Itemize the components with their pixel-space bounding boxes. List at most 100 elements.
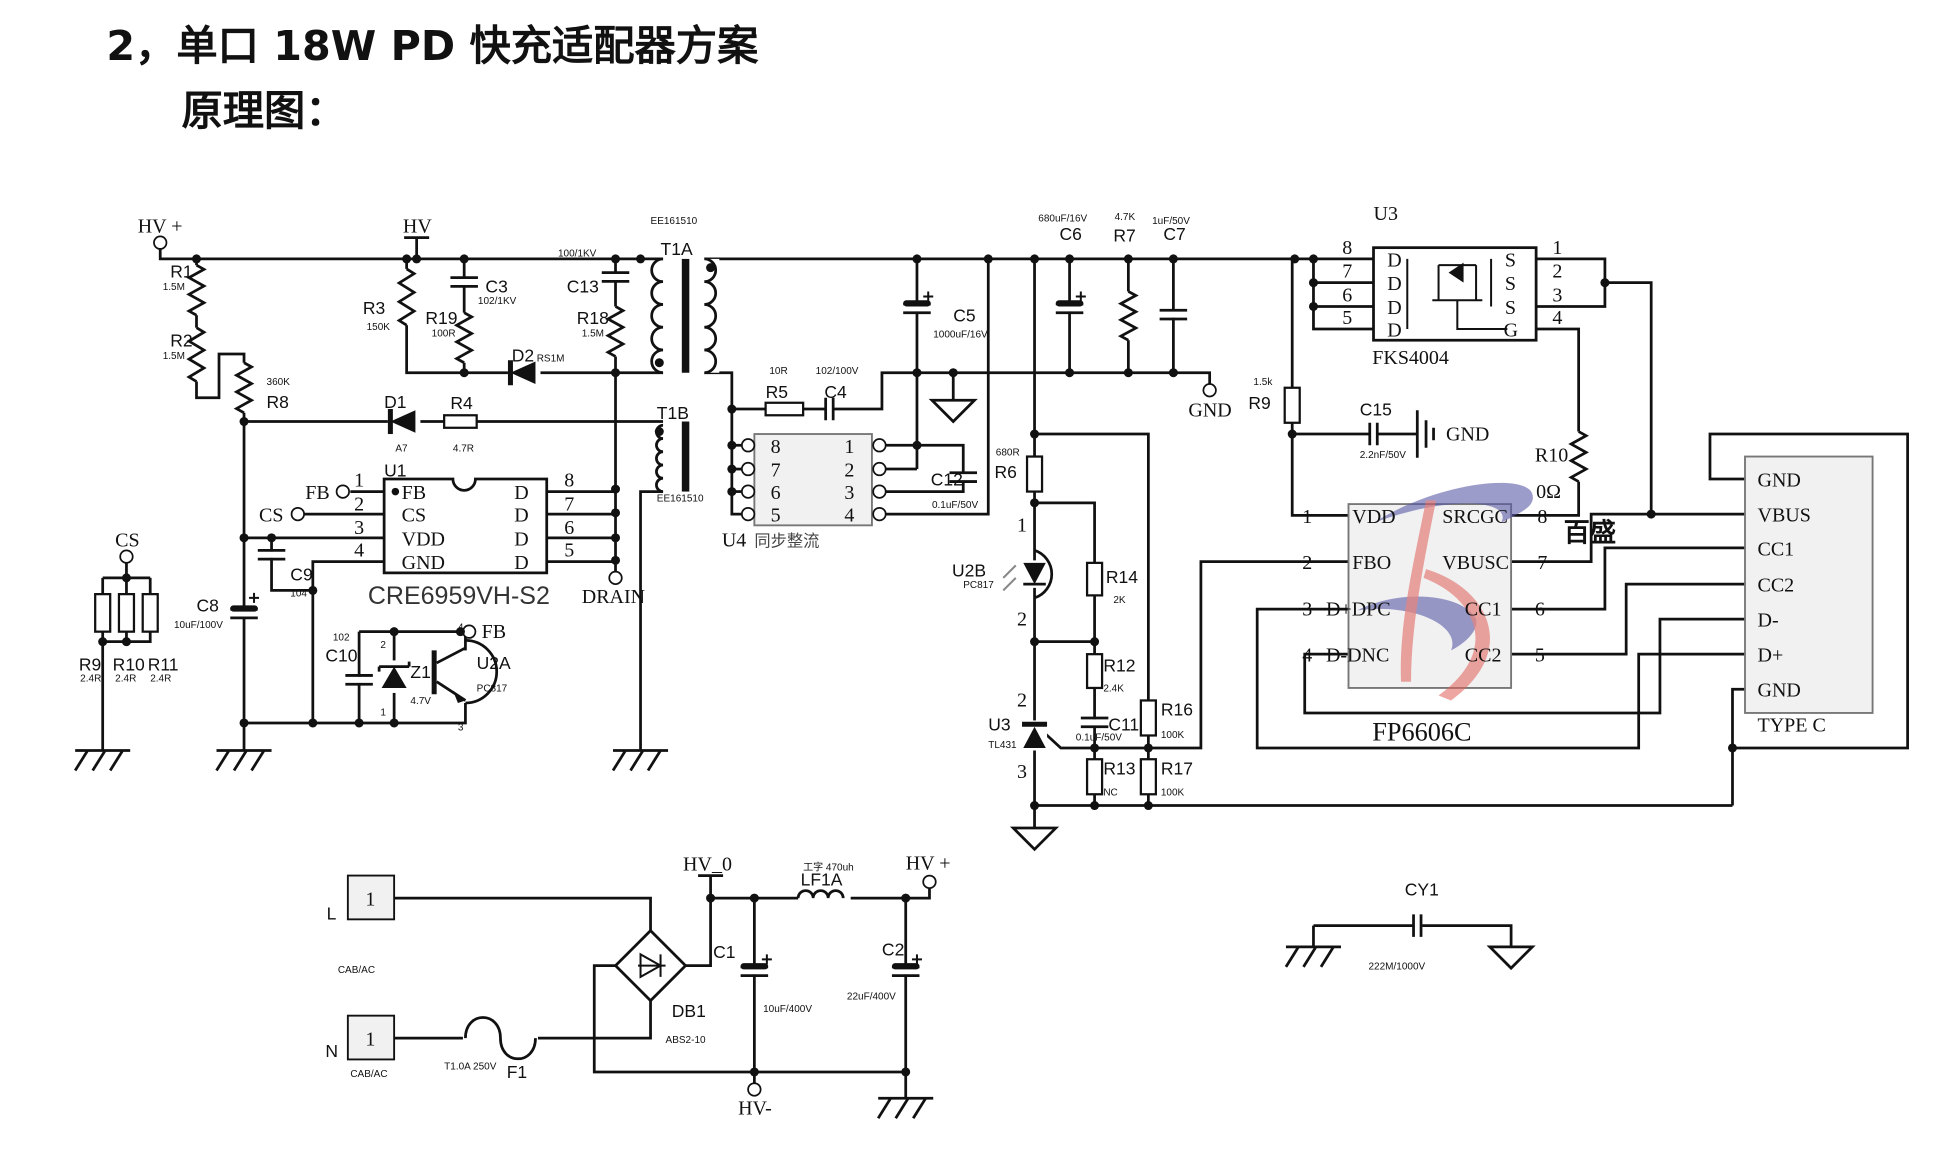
drain-terminal-icon [608,570,623,586]
wire [158,248,641,261]
primary-c10-val-label: 102 [333,632,350,643]
junction-dot [1600,278,1610,288]
r2-resistor-icon [186,326,207,383]
junction-dot [611,555,621,565]
primary-t1a-label: T1A [661,239,693,259]
primary-c10-label: C10 [325,646,357,666]
ac-input-hv0-label: HV_0 [683,854,732,876]
primary-u2a-pin-e-label: 3 [458,722,464,733]
mosfet-right-pins-2-name-label: S [1505,297,1516,319]
secondary-c12-label: C12 [931,469,963,489]
secondary-u2b-pin2-label: 2 [1017,608,1027,630]
wire [1290,258,1349,517]
r8-resistor-icon [233,361,255,414]
r12-resistor-icon [1085,653,1104,690]
wire-gap [1371,421,1378,447]
junction-dot [354,718,364,728]
primary-r1-label: R1 [170,262,192,282]
primary-r4-val-label: 4.7R [453,444,474,455]
secondary-r12-label: R12 [1103,656,1135,676]
r1-resistor-icon [186,263,207,317]
junction-dot [267,533,277,543]
fp6606c-right-pins-3-name-label: CC2 [1465,645,1502,667]
mosfet-right-pins-1-num-label: 2 [1552,261,1562,283]
fp6606c-left-pins-2-name-label: D+DPC [1326,598,1391,620]
mosfet-left-pins-3-num-label: 5 [1342,307,1352,329]
primary-drain-label: DRAIN [582,586,645,608]
u4-right-pins-2-label: 3 [844,482,854,504]
primary-r10-label: R10 [113,654,145,674]
primary-c3-val-label: 102/1KV [478,296,517,307]
junction-dot [1143,801,1153,811]
u4-left-pins-2-label: 6 [771,482,781,504]
u1-left-pins-1-num-label: 2 [354,493,364,515]
ac-input-lf1a-label: LF1A [801,870,843,890]
primary-r10-val-label: 2.4R [115,674,136,685]
c12-capacitor-icon [949,471,978,483]
wire [685,875,712,968]
wire-gap [1080,719,1109,726]
wire-gap [949,474,978,481]
secondary-r6-val-label: 680R [996,447,1020,458]
type-c-pins-3-label: CC2 [1758,575,1795,597]
wire [1422,924,1513,947]
u1-pin1-marker [391,487,400,496]
junction-dot [654,358,664,368]
junction-dot [901,1067,911,1077]
u2a-emitter-arrow-icon [452,690,466,703]
ac-input-l-type-label: CAB/AC [338,965,375,976]
wire [311,560,385,723]
junction-dot [308,718,318,728]
secondary-u3-val-label: TL431 [988,740,1017,751]
secondary-c15-val-label: 2.2nF/50V [1360,450,1406,461]
junction-dot [611,484,621,494]
u2b-light-arrows-icon [1002,564,1017,592]
junction-dot [459,368,469,378]
junction-dot [654,427,664,437]
junction-dot [611,508,621,518]
primary-r11-label: R11 [148,654,179,674]
type-c-pins-5-label: D+ [1758,645,1784,667]
secondary-c15-label: C15 [1360,399,1392,419]
u1-left-pins-0-num-label: 1 [354,470,364,492]
c4-capacitor-icon [824,397,835,421]
junction-dot [912,368,922,378]
mosfet-left-pins-0-name-label: D [1387,249,1401,271]
fp6606c-right-pins-1-num-label: 7 [1537,552,1547,574]
secondary-r12-val-label: 2.4K [1103,684,1124,695]
polarity-plus-icon [249,592,260,603]
junction-dot [191,254,202,264]
c15-gnd-battery-icon [1415,410,1435,458]
primary-hv-label: HV [403,216,432,238]
wire [833,371,1212,411]
primary-fb-label: FB [482,621,506,643]
cy1-ref-label: CY1 [1405,880,1439,900]
r4-resistor-icon [443,414,478,429]
primary-d2-label: D2 [512,345,534,365]
secondary-r16-val-label: 100K [1161,730,1185,741]
junction-dot [727,404,737,414]
r7-resistor-icon [1117,290,1139,342]
wire [1255,607,1746,750]
u2a-leads [435,646,467,702]
t1a-secondary-coil-icon [704,257,718,375]
u1-left-pins-3-num-label: 4 [354,540,364,562]
junction-dot [1308,278,1318,288]
ac-input-n-label: N [325,1041,338,1061]
u1-ref-label: U1 [384,461,406,481]
wire-gap [891,968,920,975]
junction-dot [912,440,922,450]
junction-dot [1030,498,1040,508]
ac-input-hv-plus-label: HV + [906,852,951,874]
wire [885,481,965,493]
secondary-r9-label: R9 [1248,393,1270,413]
n-terminal-body [346,1014,396,1061]
d2-diode-icon [510,361,536,384]
u4-right-pins-0-label: 1 [844,436,854,458]
polarity-plus-icon [1075,291,1086,302]
ac-input-db1-val-label: ABS2-10 [666,1035,706,1046]
wire [1731,687,1746,806]
mosfet-part-label: FKS4004 [1372,347,1449,369]
fb-terminal-icon [335,484,350,499]
wire-gap [601,273,630,281]
